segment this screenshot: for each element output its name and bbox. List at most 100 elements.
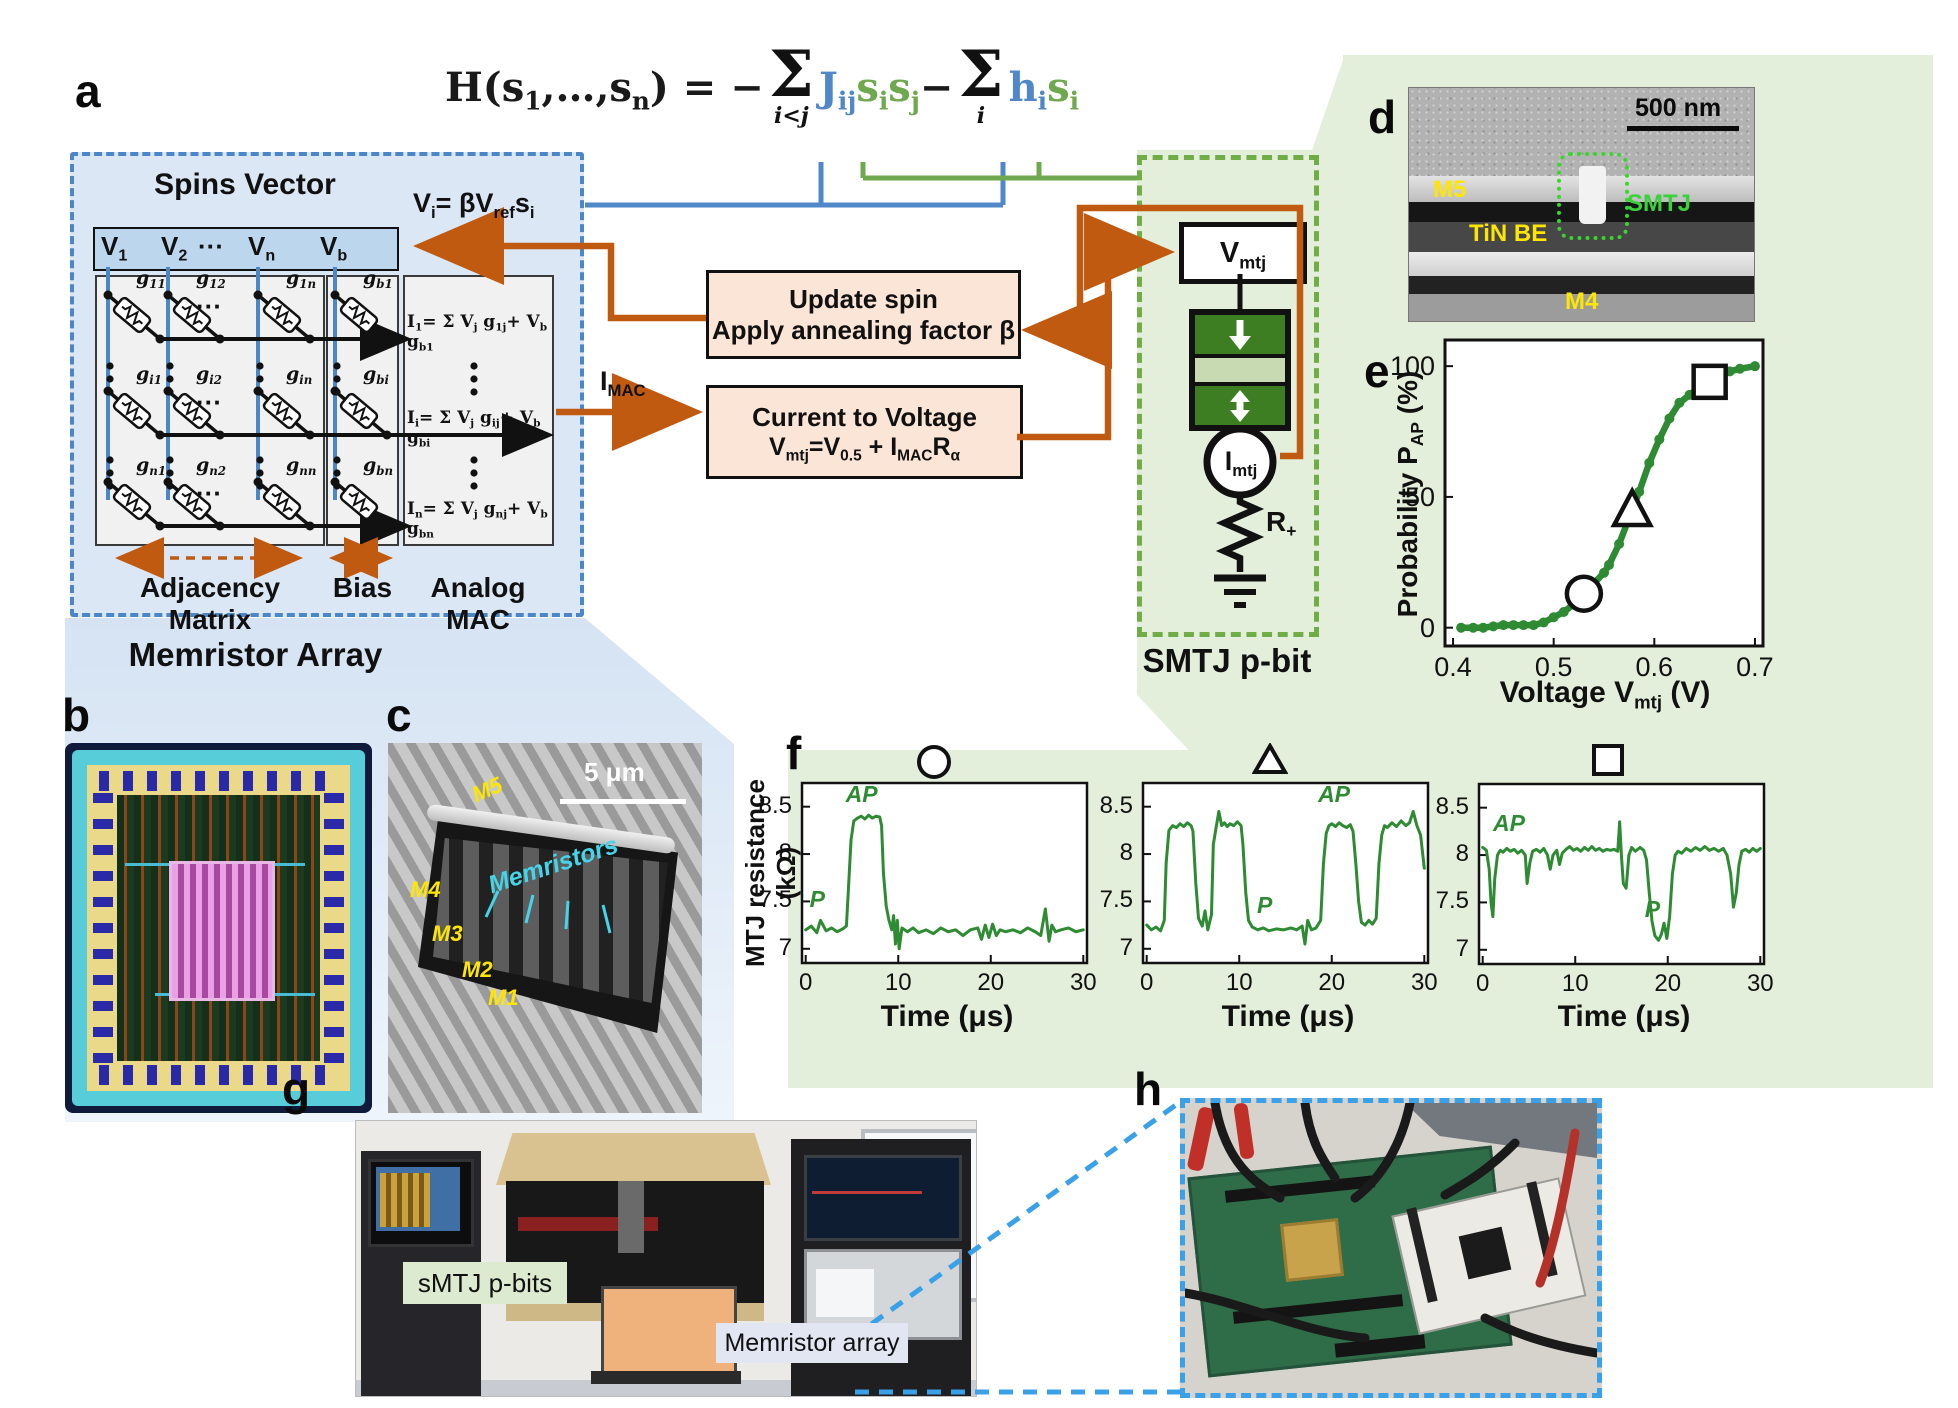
lab-scope-trace	[812, 1191, 922, 1194]
row-dots-2: ···	[196, 478, 222, 508]
chart-f2-xtick-3: 30	[1410, 969, 1438, 996]
triangle-operating-point-marker	[1610, 486, 1654, 528]
chart-f3-annotation-p: P	[1644, 896, 1661, 922]
sem-dark-band2	[1409, 276, 1754, 294]
conductance-label-r2c3: gbn	[363, 454, 394, 479]
chart-f3-xtick-3: 30	[1746, 970, 1774, 997]
lab-monitor-chipview	[380, 1173, 430, 1227]
footer-bias-label: Bias	[332, 572, 393, 603]
sem-c-layer-label-m5: M5	[468, 771, 507, 808]
chart-e-ytick-2: 100	[1389, 351, 1435, 382]
chart-f1-annotation-p: P	[809, 885, 825, 912]
data-series-line	[1481, 820, 1762, 942]
chart-f1-xtick-1: 10	[884, 969, 912, 996]
conductance-label-r1c0: gi1	[136, 363, 162, 388]
lab-prober-canopy	[496, 1133, 771, 1185]
chart-e-xlabel: Voltage Vmtj (V)	[1499, 676, 1711, 713]
conductance-label-r0c3: gb1	[363, 267, 393, 292]
update-spin-box: Update spin Apply annealing factor β	[706, 270, 1021, 359]
chart-e-xtick-3: 0.7	[1736, 652, 1774, 682]
circle-operating-point-marker	[1564, 574, 1604, 613]
sem-c-scale-text: 5 μm	[584, 757, 645, 787]
panel-label-d: d	[1368, 91, 1397, 143]
header-cell-1: V2	[161, 231, 188, 265]
update-spin-line2: Apply annealing factor β	[711, 314, 1016, 345]
chart-f3-ytick-2: 8	[1455, 840, 1469, 868]
sem-scale-bar	[1627, 126, 1739, 131]
chart-frame	[800, 781, 1089, 965]
panel-label-e: e	[1364, 345, 1390, 397]
panel-label-a: a	[75, 65, 101, 117]
chart-f1-xtick-2: 20	[977, 969, 1005, 996]
sem-cross-section-image: M5 TiN BE SMTJ M4 500 nm	[1408, 87, 1755, 322]
chart-f1-xlabel: Time (μs)	[880, 1000, 1014, 1033]
data-series-line	[1145, 809, 1426, 946]
row-equation-2: In= Σ Vj gnj+ Vb gbn	[407, 499, 548, 541]
chart-f2-xtick-0: 0	[1140, 969, 1154, 996]
sem-smtj-dotted-outline	[1557, 152, 1629, 240]
conductance-label-r2c2: gnn	[286, 454, 317, 479]
panel-label-f: f	[786, 727, 802, 779]
f1-circle-marker	[917, 745, 951, 779]
chart-f3-xlabel: Time (μs)	[1557, 1000, 1691, 1033]
sem-c-layer-label-m2: M2	[462, 957, 493, 982]
chart-f1-xtick-3: 30	[1069, 969, 1097, 996]
equation-term-3: sisj	[856, 63, 920, 116]
lab-laptop-base	[591, 1371, 741, 1384]
chip-pins-top	[99, 771, 338, 791]
chart-f3-xtick-2: 20	[1654, 970, 1682, 997]
chart-e-ytick-1: 50	[1404, 481, 1435, 512]
chart-f2-ytick-0: 7	[1119, 933, 1133, 961]
f2-triangle-marker	[1252, 743, 1288, 774]
chart-f1-xtick-0: 0	[799, 969, 813, 996]
chart-f1-ytick-0: 7	[778, 933, 792, 961]
sem-smtj-pillar	[1579, 166, 1606, 224]
pcb-closeup-photo	[1180, 1098, 1602, 1398]
sem-c-scale-bar	[560, 799, 686, 804]
footer-adjacency-label: Adjacency Matrix	[139, 572, 281, 635]
row-dots-1: ···	[196, 387, 222, 417]
vmtj-label: Vmtj	[1219, 236, 1267, 272]
chip-memristor-core	[169, 861, 275, 1001]
chart-frame	[1443, 338, 1765, 648]
conductance-label-r1c3: gbi	[363, 363, 389, 388]
chart-f2-ytick-3: 8.5	[1099, 791, 1133, 819]
header-cell-0: V1	[101, 231, 128, 265]
f3-square-marker	[1592, 744, 1624, 776]
rplus-label: R+	[1266, 506, 1297, 542]
conductance-label-r1c2: gin	[286, 363, 313, 388]
spin-voltage-formula: Vi= βVrefsi	[413, 188, 535, 222]
chart-f2-ytick-1: 7.5	[1099, 886, 1133, 914]
chart-f2-annotation-ap: AP	[1318, 781, 1351, 808]
spins-vector-title: Spins Vector	[154, 168, 336, 201]
row-equation-0: I1= Σ Vj g1j+ Vb gb1	[407, 312, 548, 354]
panel-label-g: g	[282, 1063, 311, 1115]
header-cell-3: Vn	[248, 231, 276, 265]
smtj-pbit-caption: SMTJ p-bit	[1142, 642, 1312, 679]
chart-e-svg	[1443, 338, 1765, 648]
conductance-label-r2c0: gn1	[136, 454, 167, 479]
chart-f1-annotation-ap: AP	[845, 781, 878, 808]
equation-term-2: Jij	[818, 63, 857, 116]
current-to-voltage-box: Current to Voltage Vmtj=V0.5 + IMACRα	[706, 385, 1023, 479]
chart-f1-ytick-1: 7.5	[758, 886, 792, 914]
chart-f2-xtick-2: 20	[1318, 969, 1346, 996]
update-spin-line1: Update spin	[789, 283, 938, 314]
chart-f3-xtick-0: 0	[1476, 970, 1490, 997]
smtj-pbits-tag: sMTJ p-bits	[403, 1262, 567, 1304]
header-cell-2: ···	[198, 231, 224, 261]
memristor-array-caption: Memristor Array	[128, 636, 383, 673]
lab-oscilloscope	[804, 1155, 962, 1241]
sem-c-layer-label-m1: M1	[488, 985, 519, 1010]
chart-f2-annotation-p: P	[1256, 892, 1273, 919]
equation-to-array-connector	[585, 162, 1006, 208]
square-operating-point-marker	[1691, 363, 1728, 401]
conductance-label-r1c1: gi2	[196, 363, 222, 388]
chart-f3-annotation-ap: AP	[1493, 809, 1525, 836]
lab-microscope	[618, 1181, 644, 1253]
chart-f1-svg	[800, 781, 1089, 965]
data-series-line	[804, 813, 1085, 951]
